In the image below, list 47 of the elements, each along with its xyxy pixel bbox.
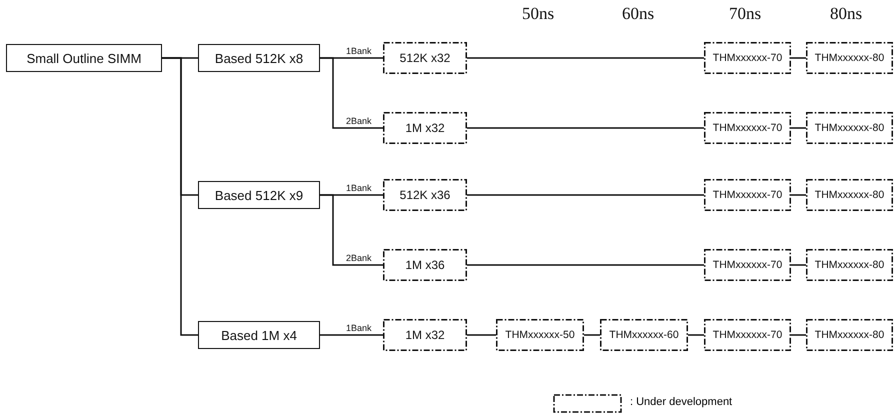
part-number-box: THMxxxxxx-80: [806, 42, 893, 74]
connector-line: [791, 194, 806, 196]
category-box: Based 1M x4: [198, 321, 320, 349]
part-number-box: THMxxxxxx-70: [704, 112, 791, 144]
part-number-box: THMxxxxxx-60: [600, 319, 688, 351]
category-box: Based 512K x8: [198, 44, 320, 72]
connector-line: [791, 334, 806, 336]
part-number-box: THMxxxxxx-80: [806, 249, 893, 281]
connector-line: [467, 57, 704, 59]
part-number-box: THMxxxxxx-80: [806, 179, 893, 211]
connector-line: [791, 127, 806, 129]
edge-label: 1Bank: [345, 183, 373, 193]
connector-line: [320, 334, 383, 336]
connector-line: [688, 334, 704, 336]
configuration-box: 512K x32: [383, 42, 467, 74]
edge-label: 1Bank: [345, 46, 373, 56]
legend-text: : Under development: [630, 396, 732, 408]
part-number-box: THMxxxxxx-80: [806, 319, 893, 351]
connector-line: [467, 264, 704, 266]
part-number-box: THMxxxxxx-70: [704, 249, 791, 281]
category-box: Small Outline SIMM: [6, 44, 162, 72]
connector-line: [467, 334, 496, 336]
connector-line: [320, 57, 383, 129]
connector-line: [467, 127, 704, 129]
connector-line: [162, 57, 198, 336]
speed-heading: 80ns: [830, 4, 862, 24]
configuration-box: 512K x36: [383, 179, 467, 211]
part-number-box: THMxxxxxx-70: [704, 319, 791, 351]
edge-label: 1Bank: [345, 323, 373, 333]
speed-heading: 70ns: [729, 4, 762, 24]
configuration-box: 1M x32: [383, 112, 467, 144]
edge-label: 2Bank: [345, 116, 373, 126]
part-number-box: THMxxxxxx-80: [806, 112, 893, 144]
connector-line: [320, 194, 383, 266]
speed-heading: 50ns: [522, 4, 554, 24]
connector-line: [791, 264, 806, 266]
connector-line: [584, 334, 600, 336]
connector-line: [467, 194, 704, 196]
configuration-box: 1M x36: [383, 249, 467, 281]
configuration-box: 1M x32: [383, 319, 467, 351]
speed-heading: 60ns: [622, 4, 654, 24]
edge-label: 2Bank: [345, 253, 373, 263]
part-number-box: THMxxxxxx-50: [496, 319, 584, 351]
part-number-box: THMxxxxxx-70: [704, 42, 791, 74]
category-box: Based 512K x9: [198, 181, 320, 209]
part-number-box: THMxxxxxx-70: [704, 179, 791, 211]
connector-line: [791, 57, 806, 59]
